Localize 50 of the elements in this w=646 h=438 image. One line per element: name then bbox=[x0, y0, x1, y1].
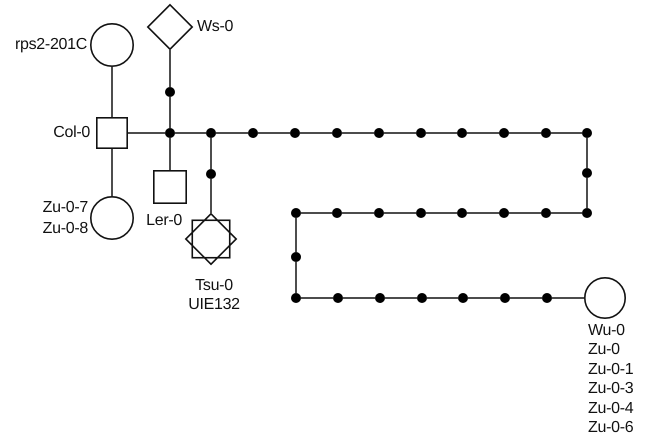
accession-label: Tsu-0 bbox=[195, 276, 233, 295]
connector-line bbox=[210, 179, 212, 213]
connector-line bbox=[384, 212, 416, 214]
connector-line bbox=[552, 297, 584, 299]
connector-line bbox=[427, 297, 458, 299]
accession-label: UIE132 bbox=[188, 295, 240, 314]
connector-line bbox=[300, 132, 332, 134]
connector-line bbox=[169, 50, 171, 87]
accession-label: Zu-0 bbox=[588, 340, 620, 360]
accession-label: Ws-0 bbox=[197, 17, 234, 37]
connector-line bbox=[385, 297, 417, 299]
connector-line bbox=[384, 132, 416, 134]
accession-label: rps2-201C bbox=[14, 35, 87, 55]
connector-line bbox=[586, 138, 588, 168]
connector-line bbox=[509, 132, 541, 134]
accession-label: Zu-0-6 bbox=[588, 418, 634, 438]
connector-line bbox=[426, 132, 457, 134]
connector-line bbox=[426, 212, 457, 214]
connector-line bbox=[586, 178, 588, 208]
connector-line bbox=[301, 297, 333, 299]
connector-line bbox=[128, 132, 165, 134]
accession-label: Wu-0 bbox=[588, 321, 625, 340]
connector-line bbox=[169, 138, 171, 170]
connector-line bbox=[551, 212, 582, 214]
accession-label: Ler-0 bbox=[146, 211, 182, 231]
connector-line bbox=[467, 212, 499, 214]
connector-line bbox=[258, 132, 290, 134]
connector-line bbox=[216, 132, 248, 134]
connector-line bbox=[295, 218, 297, 252]
connector-line bbox=[509, 212, 541, 214]
connector-line bbox=[467, 132, 499, 134]
connector-line bbox=[468, 297, 500, 299]
accession-label: Zu-0-1 bbox=[588, 360, 634, 380]
connector-line bbox=[175, 132, 206, 134]
connector-line bbox=[343, 297, 375, 299]
accession-label: Col-0 bbox=[53, 123, 90, 143]
connector-line bbox=[551, 132, 582, 134]
connector-line bbox=[301, 212, 332, 214]
accession-label: Zu-0-4 bbox=[588, 398, 634, 418]
accession-label: Zu-0-8 bbox=[42, 219, 88, 239]
connector-line bbox=[210, 138, 212, 169]
connector-line bbox=[342, 212, 374, 214]
connector-line bbox=[342, 132, 374, 134]
connector-line bbox=[510, 297, 542, 299]
connector-line bbox=[169, 97, 171, 128]
accession-label: Zu-0-3 bbox=[588, 379, 634, 399]
connector-line bbox=[111, 149, 113, 196]
connector-line bbox=[295, 262, 297, 293]
accession-label: Zu-0-7 bbox=[42, 198, 88, 218]
connector-line bbox=[111, 67, 113, 117]
